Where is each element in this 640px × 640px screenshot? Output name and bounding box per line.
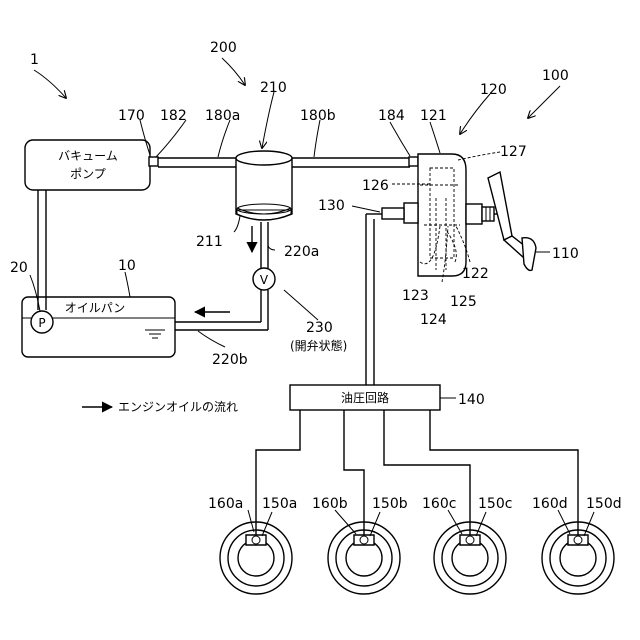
joint-182	[149, 157, 158, 166]
wheel-lines	[256, 410, 578, 535]
label-150a: 150a	[262, 496, 297, 512]
label-160c: 160c	[422, 496, 456, 512]
label-127: 127	[500, 144, 527, 160]
reservoir	[236, 151, 292, 220]
label-120: 120	[480, 82, 507, 98]
label-211: 211	[196, 234, 223, 250]
label-180a: 180a	[205, 108, 240, 124]
label-124: 124	[420, 312, 447, 328]
label-valve-state: (開弁状態)	[290, 338, 347, 353]
label-150c: 150c	[478, 496, 512, 512]
valve: V	[253, 268, 275, 290]
vacuum-pump-label-2: ポンプ	[70, 167, 106, 181]
label-184: 184	[378, 108, 405, 124]
label-150b: 150b	[372, 496, 408, 512]
label-130: 130	[318, 198, 345, 214]
oil-pump: P	[31, 311, 53, 333]
legend: エンジンオイルの流れ	[82, 400, 238, 414]
label-170: 170	[118, 108, 145, 124]
label-160a: 160a	[208, 496, 243, 512]
reference-labels: 1 200 210 170 182 180a 180b 184 121 120 …	[10, 40, 622, 512]
valve-symbol: V	[260, 273, 269, 287]
label-210: 210	[260, 80, 287, 96]
label-150d: 150d	[586, 496, 622, 512]
label-200: 200	[210, 40, 237, 56]
hydraulic-circuit: 油圧回路	[290, 385, 440, 410]
label-122: 122	[462, 266, 489, 282]
hydraulic-circuit-label: 油圧回路	[341, 390, 389, 405]
vacuum-pump: バキューム ポンプ	[25, 140, 150, 190]
label-121: 121	[420, 108, 447, 124]
label-230: 230	[306, 320, 333, 336]
oil-pan-label: オイルパン	[65, 301, 126, 315]
brake-pedal	[488, 172, 536, 270]
label-160d: 160d	[532, 496, 568, 512]
joint-184	[409, 157, 418, 166]
label-182: 182	[160, 108, 187, 124]
legend-text: エンジンオイルの流れ	[118, 400, 238, 414]
label-125: 125	[450, 294, 477, 310]
label-100: 100	[542, 68, 569, 84]
label-126: 126	[362, 178, 389, 194]
label-123: 123	[402, 288, 429, 304]
label-220a: 220a	[284, 244, 319, 260]
label-140: 140	[458, 392, 485, 408]
vacuum-pump-label-1: バキューム	[58, 149, 118, 163]
hydraulic-line	[366, 214, 382, 385]
label-180b: 180b	[300, 108, 336, 124]
label-20: 20	[10, 260, 28, 276]
label-10: 10	[118, 258, 136, 274]
label-1: 1	[30, 52, 39, 68]
brake-booster	[382, 154, 508, 276]
label-220b: 220b	[212, 352, 248, 368]
label-160b: 160b	[312, 496, 348, 512]
label-110: 110	[552, 246, 579, 262]
oil-pump-symbol: P	[38, 316, 45, 330]
